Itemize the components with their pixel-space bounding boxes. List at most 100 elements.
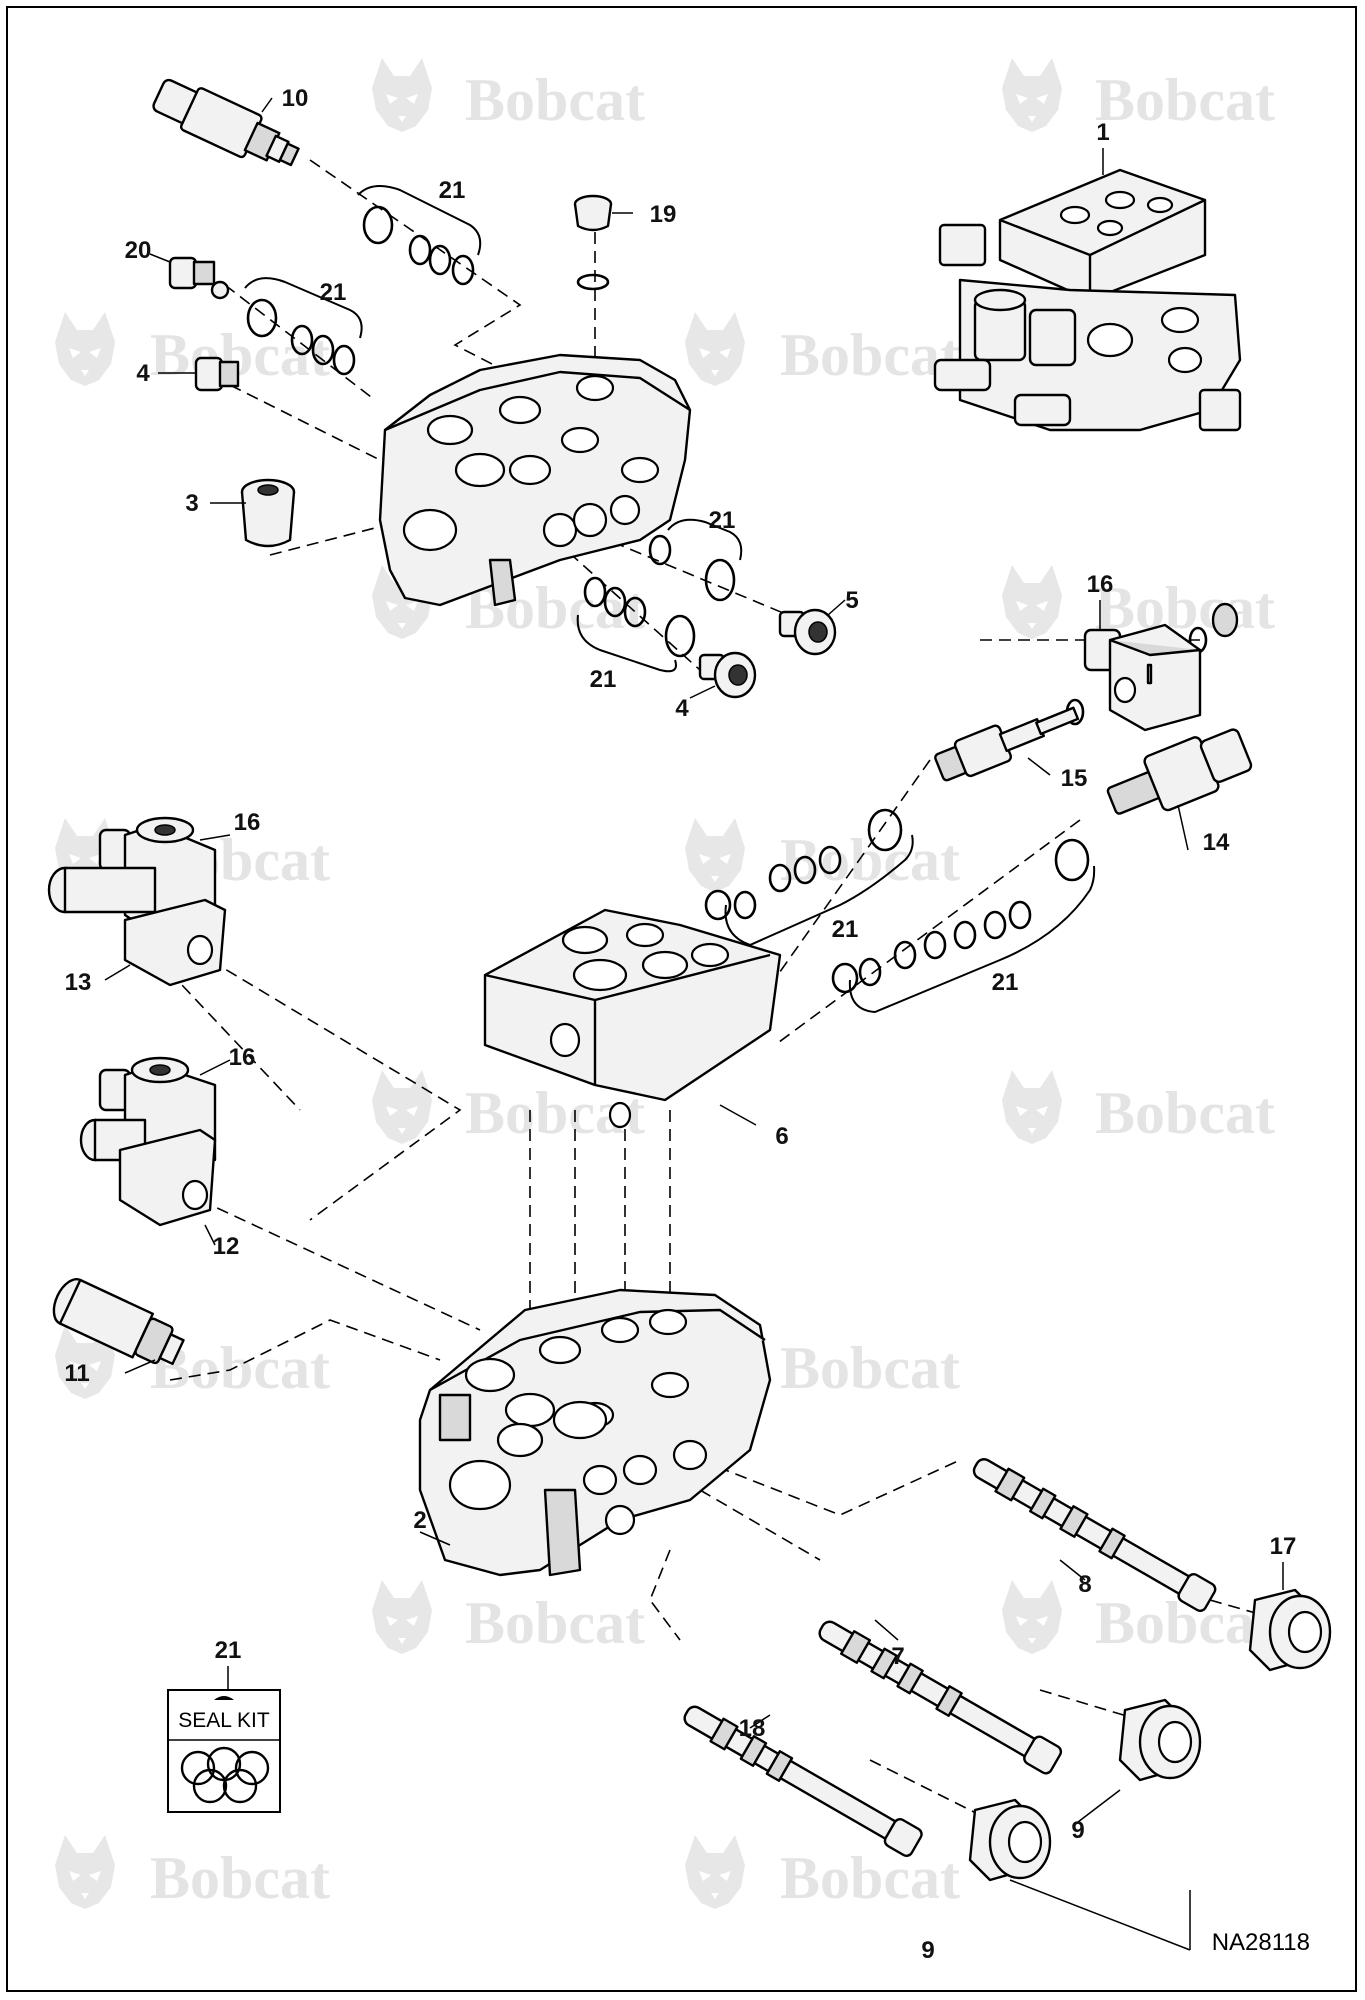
callout-part-2: 2 <box>413 1507 426 1534</box>
part-12-valve <box>79 1118 217 1227</box>
watermark-logo-icon <box>372 1070 432 1144</box>
watermark-logo-icon <box>1002 1070 1062 1144</box>
part-1-valve-assembly <box>933 168 1242 432</box>
part-16-coil-right <box>1083 602 1239 732</box>
leader-lines <box>104 97 1284 1951</box>
callout-part-13: 13 <box>65 969 92 996</box>
callout-part-17: 17 <box>1270 1533 1297 1560</box>
part-19-plug <box>573 194 613 291</box>
watermark: Bobcat <box>685 1835 960 1911</box>
part-7-spool <box>818 1620 1063 1775</box>
callout-part-15: 15 <box>1061 765 1088 792</box>
callout-part-5: 5 <box>845 587 858 614</box>
watermark: Bobcat <box>685 312 960 388</box>
watermark-logo-icon <box>1002 565 1062 639</box>
callout-part-10: 10 <box>282 85 309 112</box>
drawing-frame <box>6 6 1357 1992</box>
callout-part-9-lower: 9 <box>921 1937 934 1964</box>
callout-part-19: 19 <box>650 201 677 228</box>
callout-part-3: 3 <box>185 490 198 517</box>
watermark-logo-icon <box>685 312 745 386</box>
watermark: Bobcat <box>685 1325 960 1401</box>
watermark: Bobcat <box>1002 58 1275 133</box>
callout-part-18: 18 <box>739 1715 766 1742</box>
callout-part-16-left-upper: 16 <box>234 809 261 836</box>
upper-valve-body <box>378 353 692 607</box>
o-ring-group-top <box>362 205 475 286</box>
watermark: Bobcat <box>685 818 960 893</box>
part-10-cartridge <box>152 78 300 167</box>
watermark-logo-icon <box>685 1835 745 1909</box>
watermark: Bobcat <box>1002 1580 1275 1656</box>
callout-part-14: 14 <box>1203 829 1230 856</box>
o-ring-group-mid-left <box>246 298 356 376</box>
watermark-logo-icon <box>372 1580 432 1654</box>
part-5-plug <box>778 608 837 656</box>
callout-part-9-upper: 9 <box>1071 1817 1084 1844</box>
watermark-text: Bobcat <box>150 1845 330 1911</box>
watermark: Bobcat <box>55 312 330 388</box>
seal-brackets <box>244 185 1096 1014</box>
part-4-plug-lower <box>698 651 757 699</box>
part-20-plug <box>168 256 230 300</box>
watermark: Bobcat <box>372 58 645 133</box>
callout-part-21-mid-left: 21 <box>320 279 347 306</box>
callout-part-4-upper: 4 <box>136 360 150 387</box>
callout-part-12: 12 <box>213 1233 240 1260</box>
seal-kit-label: SEAL KIT <box>178 1709 270 1732</box>
callout-part-21-seal-kit: 21 <box>215 1637 242 1664</box>
callout-part-16-left-lower: 16 <box>229 1044 256 1071</box>
o-ring-group-15 <box>704 808 903 921</box>
o-ring-group-right-valve <box>648 534 736 602</box>
watermark-text: Bobcat <box>780 1845 960 1911</box>
callout-part-21-top: 21 <box>439 177 466 204</box>
o-ring-group-14 <box>831 838 1090 994</box>
part-11-sensor <box>52 1278 185 1366</box>
callout-part-21-group-14: 21 <box>992 969 1019 996</box>
watermark-text: Bobcat <box>1095 1080 1275 1146</box>
callout-part-8: 8 <box>1078 1571 1091 1598</box>
seal-kit-box: SEAL KIT <box>167 1689 281 1813</box>
watermark-text: Bobcat <box>1095 67 1275 133</box>
part-9-end-cap-upper <box>1118 1698 1202 1782</box>
o-ring-group-bottom-valve <box>583 576 696 658</box>
part-8-spool <box>972 1458 1217 1612</box>
callout-part-1: 1 <box>1096 119 1109 146</box>
watermark-text: Bobcat <box>780 1335 960 1401</box>
part-2-main-valve-body <box>418 1288 772 1577</box>
part-17-end-cap <box>1248 1588 1332 1672</box>
callout-part-6: 6 <box>775 1123 788 1150</box>
watermark-text: Bobcat <box>465 67 645 133</box>
callout-part-11: 11 <box>64 1360 89 1387</box>
part-9-end-cap-lower <box>968 1798 1052 1882</box>
watermark: Bobcat <box>1002 565 1275 641</box>
part-18-spool <box>683 1705 923 1857</box>
watermark-logo-icon <box>372 58 432 132</box>
callout-part-21-bottom-valve: 21 <box>590 666 617 693</box>
part-15-cartridge <box>934 706 1080 782</box>
watermark-logo-icon <box>55 1835 115 1909</box>
callout-part-21-group-15: 21 <box>832 916 859 943</box>
callout-labels: 1 2 3 4 4 5 6 7 8 9 9 10 11 12 13 14 15 … <box>64 85 1296 1964</box>
part-14-cartridge <box>1106 728 1253 815</box>
watermark: Bobcat <box>1002 1070 1275 1146</box>
watermark-logo-icon <box>1002 1580 1062 1654</box>
watermark-logo-icon <box>1002 58 1062 132</box>
drawing-code: NA28118 <box>1212 1929 1310 1956</box>
callout-part-20: 20 <box>125 237 152 264</box>
watermark-text: Bobcat <box>465 1590 645 1656</box>
part-13-valve <box>47 866 227 987</box>
watermark-text: Bobcat <box>1095 575 1275 641</box>
watermark: Bobcat <box>372 1580 645 1656</box>
callout-part-16-right: 16 <box>1087 571 1114 598</box>
watermark-logo-icon <box>685 818 745 892</box>
callout-part-7: 7 <box>891 1643 904 1670</box>
part-4-plug-upper <box>194 356 240 392</box>
part-3-plug <box>240 478 296 548</box>
watermark-logo-icon <box>55 312 115 386</box>
callout-part-4-lower: 4 <box>675 695 689 722</box>
watermark: Bobcat <box>55 1835 330 1911</box>
watermark-text: Bobcat <box>780 322 960 388</box>
part-6-manifold-block <box>483 908 782 1129</box>
